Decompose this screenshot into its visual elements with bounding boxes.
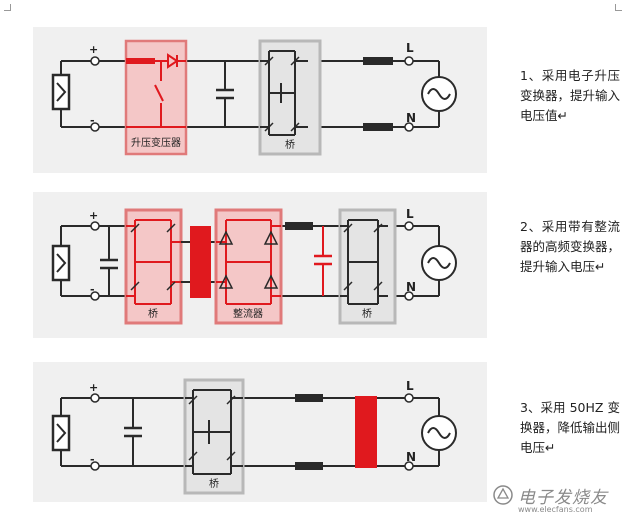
- solar-panel-icon: [51, 244, 71, 282]
- inductor-bottom: [295, 462, 323, 470]
- bridge-label: 桥: [285, 139, 295, 151]
- inductor-top: [363, 57, 393, 65]
- terminal-l: L: [406, 207, 414, 221]
- circuit-diagram-1: + - L N 升压变压器: [51, 39, 457, 156]
- caption-1: 1、采用电子升压变换器，提升输入电压值↵: [520, 68, 621, 123]
- caption-2: 2、采用带有整流器的高频变换器，提升输入电压↵: [520, 219, 621, 274]
- rectifier-box: 整流器: [214, 208, 283, 325]
- capacitor: [216, 88, 234, 100]
- bridge2-label: 桥: [362, 308, 372, 320]
- terminal-l: L: [406, 379, 414, 393]
- terminal-n: N: [406, 111, 416, 125]
- bridge-box: 桥: [258, 39, 322, 156]
- panel-50hz-converter: + - L N 桥: [33, 362, 487, 502]
- terminal-l: L: [406, 41, 414, 55]
- plus-label: +: [89, 209, 98, 222]
- panel-boost-converter: + - L N 升压变压器: [33, 27, 487, 173]
- ac-source-icon: [421, 76, 457, 112]
- capacitor: [124, 426, 142, 438]
- bridge1-label: 桥: [148, 308, 158, 320]
- watermark-url: www.elecfans.com: [518, 505, 593, 514]
- minus-label: -: [90, 114, 95, 127]
- solar-panel-icon: [51, 73, 71, 111]
- dc-link-capacitor: [314, 226, 332, 296]
- bridge-box-2: 桥: [338, 208, 397, 325]
- boost-label: 升压变压器: [131, 136, 181, 149]
- hf-transformer: [181, 226, 216, 298]
- minus-label: -: [90, 453, 95, 466]
- lf-transformer: [355, 396, 377, 468]
- plus-label: +: [89, 43, 98, 56]
- terminal-n: N: [406, 450, 416, 464]
- ac-source-icon: [421, 245, 457, 281]
- bridge-label: 桥: [209, 478, 219, 490]
- input-capacitor: [100, 258, 118, 270]
- elecfans-logo-icon: [493, 485, 513, 505]
- watermark-text: 电子发烧友: [518, 488, 608, 508]
- solar-panel-icon: [51, 414, 71, 452]
- corner-mark-right: [615, 4, 622, 11]
- caption-3: 3、采用 50HZ 变换器，降低输出侧电压↵: [520, 400, 621, 455]
- minus-label: -: [90, 283, 95, 296]
- inductor-bottom: [363, 123, 393, 131]
- terminal-n: N: [406, 280, 416, 294]
- watermark: 电子发烧友 www.elecfans.com: [492, 478, 624, 518]
- circuit-diagram-3: + - L N 桥: [51, 378, 457, 495]
- ac-source-icon: [421, 415, 457, 451]
- inductor: [285, 222, 313, 230]
- panel-hf-converter: + - L N 桥: [33, 192, 487, 338]
- inductor-top: [295, 394, 323, 402]
- circuit-diagram-2: + - L N 桥: [51, 207, 457, 325]
- plus-label: +: [89, 381, 98, 394]
- boost-converter-box: 升压变压器: [124, 39, 188, 156]
- bridge-box-1: 桥: [124, 208, 183, 325]
- corner-mark-left: [4, 4, 11, 11]
- rectifier-label: 整流器: [233, 307, 263, 320]
- bridge-box: 桥: [183, 378, 245, 495]
